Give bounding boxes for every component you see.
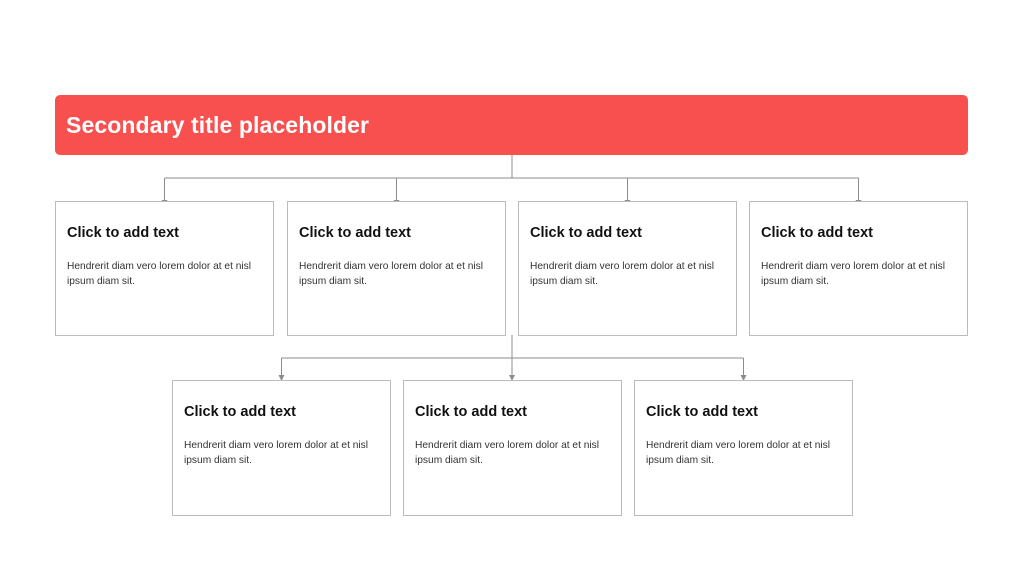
card-heading[interactable]: Click to add text — [761, 225, 873, 241]
card-body[interactable]: Hendrerit diam vero lorem dolor at et ni… — [530, 261, 715, 287]
card-heading[interactable]: Click to add text — [646, 404, 758, 420]
card-body[interactable]: Hendrerit diam vero lorem dolor at et ni… — [67, 261, 252, 287]
card-heading[interactable]: Click to add text — [184, 404, 296, 420]
card-bottom-2[interactable]: Click to add text Hendrerit diam vero lo… — [403, 380, 622, 516]
card-body[interactable]: Hendrerit diam vero lorem dolor at et ni… — [299, 261, 484, 287]
card-heading[interactable]: Click to add text — [67, 225, 179, 241]
page-title: Secondary title placeholder — [66, 111, 370, 138]
card-bottom-1[interactable]: Click to add text Hendrerit diam vero lo… — [172, 380, 391, 516]
card-top-1[interactable]: Click to add text Hendrerit diam vero lo… — [55, 201, 274, 336]
title-bar[interactable]: Secondary title placeholder — [55, 95, 968, 155]
card-body[interactable]: Hendrerit diam vero lorem dolor at et ni… — [184, 440, 369, 466]
card-body[interactable]: Hendrerit diam vero lorem dolor at et ni… — [646, 440, 831, 466]
card-bottom-3[interactable]: Click to add text Hendrerit diam vero lo… — [634, 380, 853, 516]
card-heading[interactable]: Click to add text — [415, 404, 527, 420]
card-body[interactable]: Hendrerit diam vero lorem dolor at et ni… — [415, 440, 600, 466]
card-top-3[interactable]: Click to add text Hendrerit diam vero lo… — [518, 201, 737, 336]
card-heading[interactable]: Click to add text — [299, 225, 411, 241]
card-top-2[interactable]: Click to add text Hendrerit diam vero lo… — [287, 201, 506, 336]
card-top-4[interactable]: Click to add text Hendrerit diam vero lo… — [749, 201, 968, 336]
card-heading[interactable]: Click to add text — [530, 225, 642, 241]
card-body[interactable]: Hendrerit diam vero lorem dolor at et ni… — [761, 261, 946, 287]
